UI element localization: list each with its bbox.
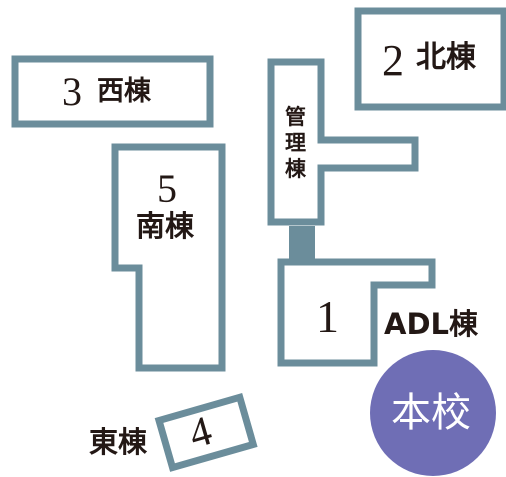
south-building-number: 5 — [157, 166, 177, 211]
admin-building-char-2: 理 — [285, 131, 306, 155]
adl-building-name: ADL棟 — [384, 307, 478, 341]
north-building-outline[interactable] — [354, 7, 506, 111]
east-building-outline[interactable] — [154, 393, 258, 472]
west-building-number: 3 — [62, 69, 82, 114]
admin-building-char-1: 管 — [285, 105, 306, 129]
connector-corridor — [289, 226, 315, 260]
south-building-name: 南棟 — [136, 209, 195, 243]
main-campus-label: 本校 — [391, 390, 471, 436]
west-building-name: 西棟 — [97, 76, 151, 107]
west-building-outline[interactable] — [11, 55, 214, 128]
admin-building-outline[interactable] — [267, 58, 419, 226]
north-building-name: 北棟 — [416, 40, 476, 75]
main-campus-circle[interactable] — [370, 350, 496, 476]
east-building-name: 東棟 — [89, 425, 148, 459]
adl-building-outline[interactable] — [277, 258, 436, 367]
admin-building-char-3: 棟 — [285, 157, 306, 181]
adl-building-number: 1 — [316, 291, 339, 342]
north-building-number: 2 — [382, 36, 404, 85]
south-building-outline[interactable] — [111, 143, 226, 372]
